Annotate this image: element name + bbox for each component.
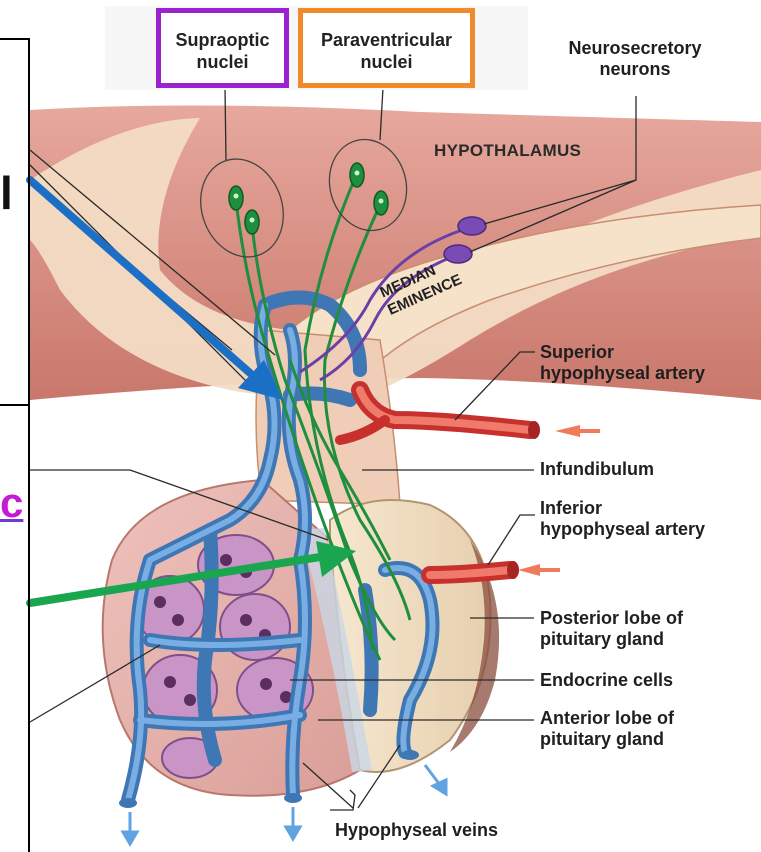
supraoptic-line1: Supraoptic [161,29,284,51]
paraventricular-nuclei-box: Paraventricular nuclei [298,8,475,88]
inferior-artery-label: Inferior hypophyseal artery [540,498,705,540]
superior-flow-arrow [555,425,580,437]
posterior-lobe-label: Posterior lobe of pituitary gland [540,608,683,650]
infundibulum-label: Infundibulum [540,459,654,480]
inferior-artery-end [507,561,519,579]
inferior-artery [430,570,510,575]
anterior-line1: Anterior lobe of [540,708,674,729]
supraoptic-nuclei-box: Supraoptic nuclei [156,8,289,88]
superior-artery-label: Superior hypophyseal artery [540,342,705,384]
hypothalamus-label: HYPOTHALAMUS [434,140,581,161]
left-panel-divider [0,404,30,406]
paraventricular-line2: nuclei [303,51,470,73]
paraventricular-line1: Paraventricular [303,29,470,51]
posterior-line2: pituitary gland [540,629,683,650]
inferior-line1: Inferior [540,498,705,519]
neurosecretory-line2: neurons [560,59,710,80]
superior-artery-end [528,421,540,439]
anterior-lobe-label: Anterior lobe of pituitary gland [540,708,674,750]
cropped-letter-lower: c [0,482,23,524]
endocrine-cells-label: Endocrine cells [540,670,673,691]
supraoptic-line2: nuclei [161,51,284,73]
neurosecretory-neurons-label: Neurosecretory neurons [560,38,710,80]
posterior-line1: Posterior lobe of [540,608,683,629]
left-cropped-panel [0,38,30,852]
inferior-line2: hypophyseal artery [540,519,705,540]
anterior-line2: pituitary gland [540,729,674,750]
neurosecretory-line1: Neurosecretory [560,38,710,59]
inferior-flow-arrow [518,564,540,576]
superior-artery [340,390,530,440]
left-panel-top-border [0,38,30,40]
hypophyseal-veins-label: Hypophyseal veins [335,820,498,841]
superior-line2: hypophyseal artery [540,363,705,384]
superior-line1: Superior [540,342,705,363]
cropped-letter-upper: l [0,170,13,216]
